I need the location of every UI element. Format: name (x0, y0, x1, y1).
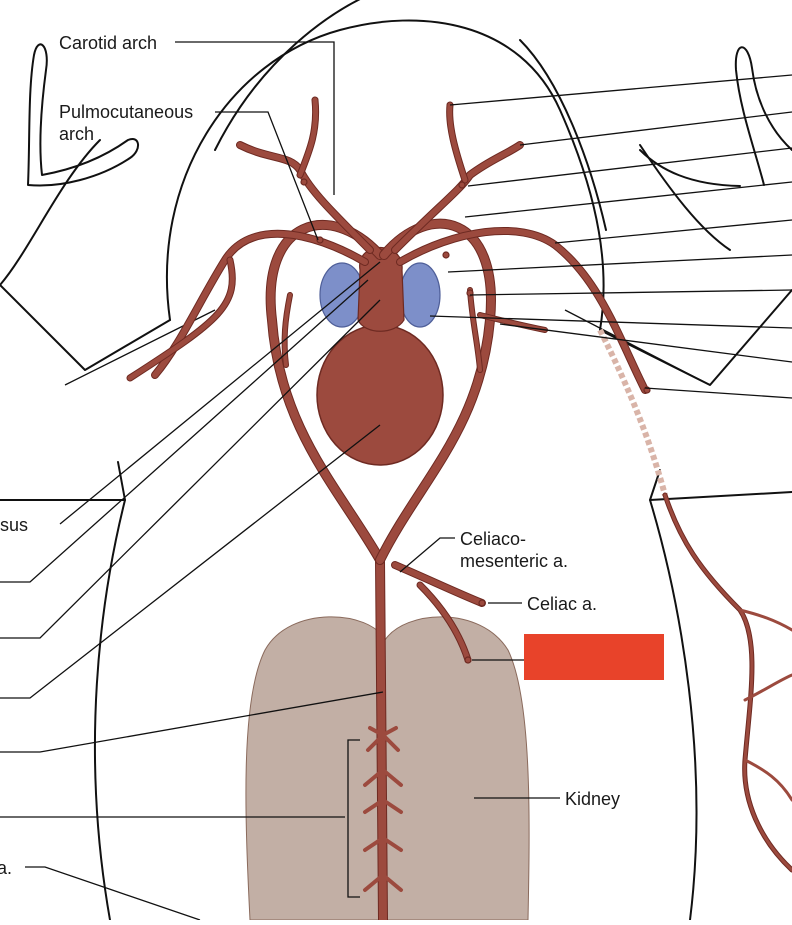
heart (316, 247, 444, 466)
right-hip (649, 469, 792, 501)
label-partial-sus: sus (0, 515, 28, 535)
label-carotid-arch: Carotid arch (59, 33, 157, 53)
label-pulmocutaneous-1: Pulmocutaneous (59, 102, 193, 122)
right-shoulder-line (564, 309, 711, 386)
ventricle (316, 324, 444, 466)
label-celiac: Celiac a. (527, 594, 597, 614)
label-kidney: Kidney (565, 789, 620, 809)
lower-body-outline (93, 499, 698, 921)
right-hand (639, 46, 792, 187)
right-atrium (399, 262, 441, 328)
label-partial-a: a. (0, 858, 12, 878)
left-hand (27, 43, 139, 187)
left-forelimb (0, 139, 171, 371)
left-hip (0, 461, 126, 501)
leader-lines (0, 41, 792, 921)
label-celiacomesenteric-1: Celiaco- (460, 529, 526, 549)
head-outline (165, 19, 605, 331)
head-inner-outline (214, 0, 607, 231)
label-pulmocutaneous-2: arch (59, 124, 94, 144)
labels: Carotid arch Pulmocutaneous arch Celiaco… (0, 33, 620, 878)
redaction-box (524, 634, 664, 680)
renal-branches (363, 726, 403, 892)
arteries (126, 96, 792, 925)
label-celiacomesenteric-2: mesenteric a. (460, 551, 568, 571)
